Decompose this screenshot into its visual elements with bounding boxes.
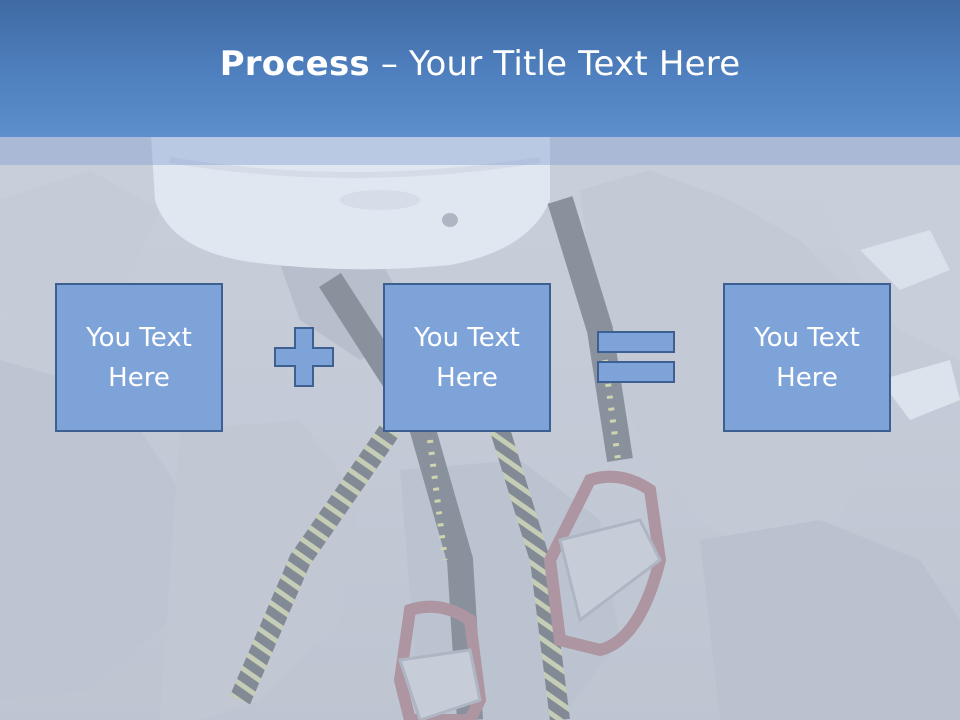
process-box-1-line2: Here [108,362,170,393]
plus-icon [274,327,334,387]
slide-title-rest: – Your Title Text Here [369,43,741,84]
equals-icon [597,331,675,383]
process-box-2-line1: You Text [414,322,520,353]
process-box-1[interactable]: You Text Here [55,283,223,432]
process-box-2-line2: Here [436,362,498,393]
process-box-3-text: You Text Here [732,318,882,398]
process-box-1-line1: You Text [86,322,192,353]
process-box-3-line1: You Text [754,322,860,353]
title-strip [0,137,960,165]
process-box-3[interactable]: You Text Here [723,283,891,432]
slide-title-bold: Process [219,43,370,84]
process-box-1-text: You Text Here [64,318,214,398]
process-box-2[interactable]: You Text Here [383,283,551,432]
process-box-3-line2: Here [776,362,838,393]
slide-title: Process – Your Title Text Here [220,44,741,84]
process-box-2-text: You Text Here [392,318,542,398]
title-bar: Process – Your Title Text Here [0,0,960,137]
